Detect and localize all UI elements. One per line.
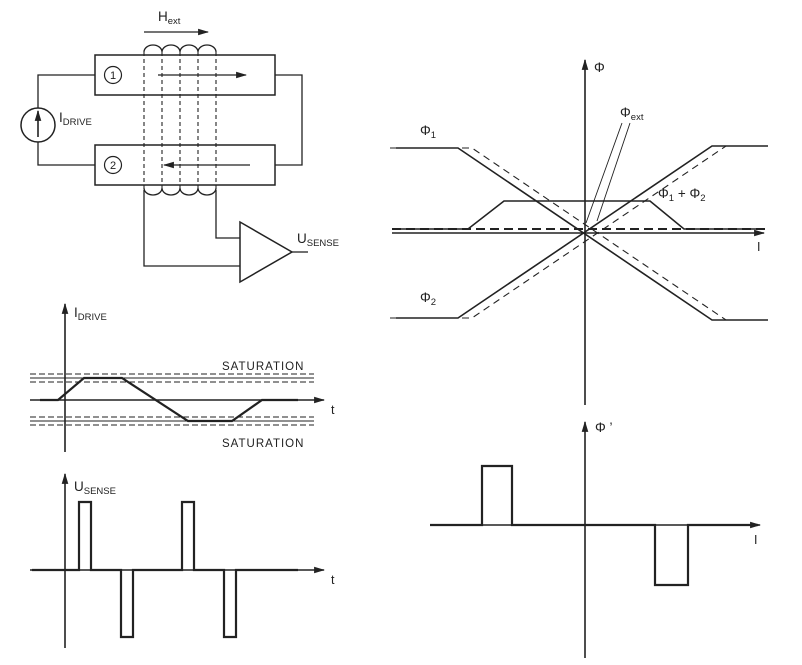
amplifier-triangle bbox=[239, 220, 294, 284]
usense-axis-main: U bbox=[74, 479, 84, 494]
idrive-axis-label: IDRIVE bbox=[74, 305, 107, 323]
phi1-label: Φ1 bbox=[420, 123, 436, 141]
saturation-top-label: SATURATION bbox=[222, 361, 304, 373]
core-1-badge bbox=[103, 65, 123, 85]
i-drive-source-sub: DRIVE bbox=[63, 117, 92, 128]
phi-prime-waveform bbox=[430, 464, 758, 587]
phi-sum-c: + Φ bbox=[674, 186, 700, 201]
phi-sum-label: Φ1 + Φ2 bbox=[658, 186, 706, 204]
flux-vs-current-graph: Φ I Φ1 Φ2 Φext Φ1 + Φ2 bbox=[390, 58, 768, 405]
u-sense-sub: SENSE bbox=[307, 238, 339, 249]
idrive-axis-main: I bbox=[74, 305, 78, 320]
i-drive-source-main: I bbox=[59, 110, 63, 125]
phi2-label-main: Φ bbox=[420, 290, 431, 305]
phi1-label-sub: 1 bbox=[431, 130, 436, 141]
usense-vs-time-graph: USENSE t bbox=[30, 472, 335, 648]
idrive-vs-time-graph: IDRIVE t SATURATION SATURATION bbox=[30, 302, 335, 452]
phi-sum-curve bbox=[396, 200, 762, 230]
circuit-schematic: Hext 1 2 IDRIVE USENSE bbox=[20, 9, 339, 284]
phi-prime-current-label: I bbox=[754, 533, 757, 547]
phi2-curve-dashed bbox=[390, 145, 768, 319]
flux-y-axis-label: Φ bbox=[594, 60, 605, 75]
drive-circuit-wires bbox=[37, 74, 303, 166]
core-2-number: 2 bbox=[110, 160, 116, 172]
u-sense-main: U bbox=[297, 231, 307, 246]
h-ext-label: Hext bbox=[158, 9, 181, 27]
phi1-curve bbox=[396, 147, 768, 321]
idrive-time-label: t bbox=[331, 403, 335, 417]
phi-sum-d: 2 bbox=[700, 193, 705, 204]
i-drive-source-label: IDRIVE bbox=[59, 110, 92, 128]
usense-time-label: t bbox=[331, 573, 335, 587]
phi2-label: Φ2 bbox=[420, 290, 436, 308]
phi2-curve bbox=[396, 145, 768, 319]
phi2-label-sub: 2 bbox=[431, 297, 436, 308]
idrive-waveform bbox=[40, 376, 298, 423]
idrive-axis-sub: DRIVE bbox=[78, 312, 107, 323]
phi1-curve-dashed bbox=[390, 147, 768, 321]
usense-axis-label: USENSE bbox=[74, 479, 116, 497]
usense-axis-sub: SENSE bbox=[84, 486, 116, 497]
usense-waveform bbox=[32, 500, 298, 639]
u-sense-label: USENSE bbox=[297, 231, 339, 249]
core-1-number: 1 bbox=[110, 70, 116, 82]
saturation-bottom-label: SATURATION bbox=[222, 438, 304, 450]
h-ext-label-sub: ext bbox=[168, 16, 181, 27]
phi-sum-a: Φ bbox=[658, 186, 669, 201]
phi-ext-label-main: Φ bbox=[620, 105, 631, 120]
h-ext-label-main: H bbox=[158, 9, 168, 24]
phi-ext-label: Φext bbox=[620, 105, 644, 123]
phi-ext-label-sub: ext bbox=[631, 112, 644, 123]
core-2-badge bbox=[103, 155, 123, 175]
phi-ext-pointer-lines bbox=[585, 122, 631, 224]
phi-prime-axis-label: Φ ’ bbox=[595, 420, 613, 435]
phi1-label-main: Φ bbox=[420, 123, 431, 138]
phi-prime-vs-current-graph: Φ ’ I bbox=[430, 420, 762, 658]
phi-sum-b: 1 bbox=[669, 193, 674, 204]
sense-winding-leads bbox=[143, 190, 240, 267]
flux-x-axis-label: I bbox=[757, 240, 760, 254]
